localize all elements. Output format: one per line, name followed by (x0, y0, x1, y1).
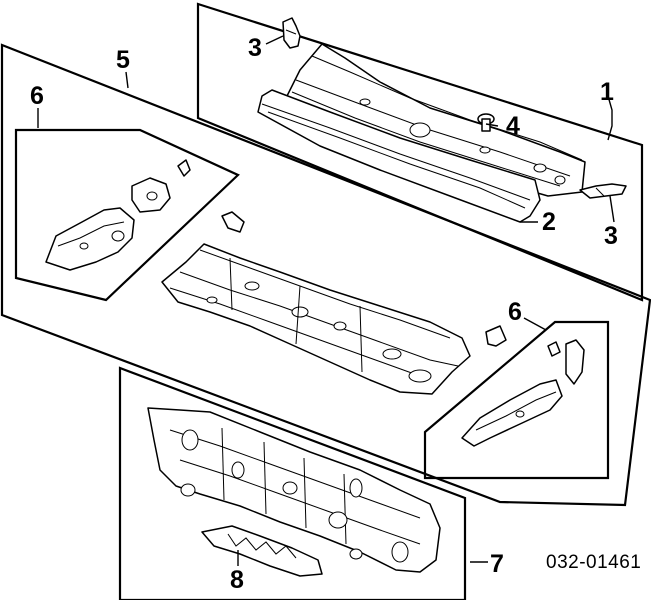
side-bracket-left (45, 159, 191, 271)
callout-8: 8 (230, 566, 244, 594)
bracket-upper-left (282, 17, 301, 49)
bracket-right (579, 183, 627, 199)
side-bracket-right (461, 325, 585, 447)
insulator (201, 525, 323, 577)
group-7-frame (118, 366, 467, 600)
callout-5: 5 (116, 46, 130, 74)
callout-1: 1 (600, 78, 614, 106)
group-5-frame (0, 43, 651, 507)
callout-6-right: 6 (508, 298, 522, 326)
group-1-frame (196, 2, 644, 302)
callout-3-upper: 3 (248, 34, 262, 62)
callout-4: 4 (506, 112, 520, 140)
callout-6-left: 6 (30, 82, 44, 110)
group-6-left-frame (14, 128, 240, 302)
dashboard-upper-assembly (161, 243, 471, 395)
callout-7: 7 (490, 550, 504, 578)
group-6-right-frame (423, 320, 610, 480)
callout-3-right: 3 (604, 222, 618, 250)
lower-cowl-panel (257, 89, 541, 223)
small-fastener (221, 211, 245, 233)
reference-code: 032-01461 (546, 552, 641, 573)
callout-2: 2 (542, 208, 556, 236)
leader-lines (37, 35, 615, 566)
dashboard-lower-panel (147, 407, 441, 573)
